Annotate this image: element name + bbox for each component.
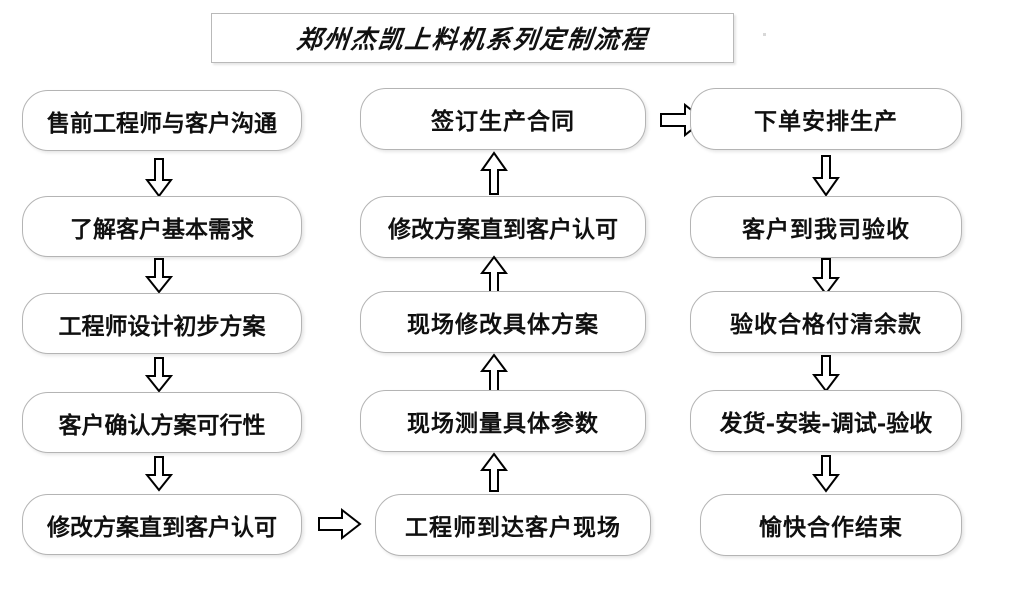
node-left-1[interactable]: 售前工程师与客户沟通 (22, 90, 302, 151)
node-middle-1[interactable]: 签订生产合同 (360, 88, 646, 150)
arrow-right-left-to-middle (318, 507, 362, 541)
node-middle-5[interactable]: 工程师到达客户现场 (375, 494, 651, 556)
node-right-4-label: 发货-安装-调试-验收 (719, 410, 933, 437)
node-middle-5-label: 工程师到达客户现场 (405, 514, 621, 541)
node-right-3[interactable]: 验收合格付清余款 (690, 291, 962, 353)
chart-title: 郑州杰凯上料机系列定制流程 (295, 25, 650, 54)
chart-title-box: 郑州杰凯上料机系列定制流程 (211, 13, 734, 63)
node-middle-2[interactable]: 修改方案直到客户认可 (360, 196, 646, 258)
arrow-up-middle-4 (480, 452, 508, 493)
node-middle-4[interactable]: 现场测量具体参数 (360, 390, 646, 452)
arrow-down-right-2 (812, 258, 840, 296)
node-right-1[interactable]: 下单安排生产 (690, 88, 962, 150)
arrow-down-right-4 (812, 455, 840, 493)
node-left-3[interactable]: 工程师设计初步方案 (22, 293, 302, 354)
arrow-down-left-1 (145, 158, 173, 198)
node-left-4-label: 客户确认方案可行性 (58, 411, 266, 439)
node-left-4[interactable]: 客户确认方案可行性 (22, 392, 302, 453)
node-left-5-label: 修改方案直到客户认可 (47, 513, 277, 541)
node-right-2[interactable]: 客户到我司验收 (690, 196, 962, 258)
node-right-5[interactable]: 愉快合作结束 (700, 494, 962, 556)
arrow-up-middle-2 (480, 255, 508, 296)
node-middle-3-label: 现场修改具体方案 (407, 311, 599, 338)
node-right-5-label: 愉快合作结束 (759, 514, 903, 541)
arrow-up-middle-1 (480, 151, 508, 196)
node-right-2-label: 客户到我司验收 (742, 216, 910, 243)
node-middle-2-label: 修改方案直到客户认可 (388, 216, 618, 243)
arrow-down-right-1 (812, 155, 840, 197)
node-right-3-label: 验收合格付清余款 (730, 311, 922, 338)
node-left-5[interactable]: 修改方案直到客户认可 (22, 494, 302, 555)
node-middle-4-label: 现场测量具体参数 (407, 410, 599, 437)
decorative-speck (763, 33, 766, 36)
node-right-1-label: 下单安排生产 (754, 108, 898, 135)
node-left-1-label: 售前工程师与客户沟通 (47, 109, 277, 137)
node-right-4[interactable]: 发货-安装-调试-验收 (690, 390, 962, 452)
node-left-2[interactable]: 了解客户基本需求 (22, 196, 302, 257)
node-left-2-label: 了解客户基本需求 (70, 215, 254, 243)
arrow-down-left-2 (144, 258, 174, 294)
arrow-down-left-4 (144, 456, 174, 492)
arrow-up-middle-3 (480, 353, 508, 394)
node-middle-3[interactable]: 现场修改具体方案 (360, 291, 646, 353)
node-left-3-label: 工程师设计初步方案 (58, 312, 266, 340)
arrow-down-left-3 (144, 357, 174, 393)
arrow-down-right-3 (812, 355, 840, 393)
node-middle-1-label: 签订生产合同 (431, 108, 575, 135)
